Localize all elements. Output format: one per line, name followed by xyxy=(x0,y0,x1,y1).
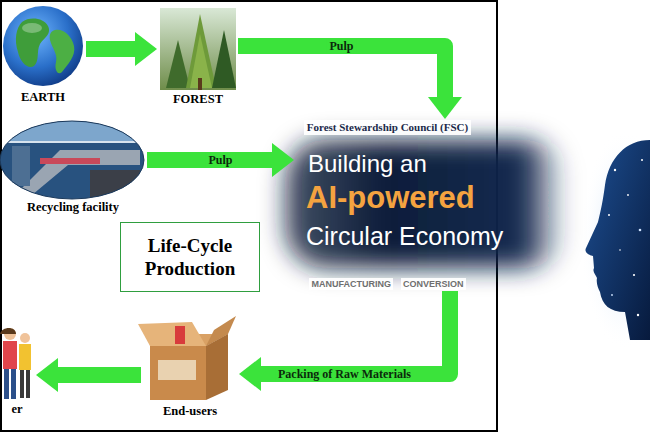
title-highlight: AI-powered xyxy=(306,180,475,216)
organisation-name: Forest Stewardship Council (FSC) xyxy=(304,120,471,135)
face-glow xyxy=(580,130,650,350)
recycling-picture xyxy=(0,120,146,200)
recycling-frame xyxy=(0,121,144,199)
person-hair xyxy=(0,328,16,334)
arrow-label: Pulp xyxy=(205,153,235,167)
forest-picture xyxy=(160,8,236,90)
globe-shine xyxy=(22,23,42,33)
globe-land xyxy=(50,30,75,74)
arrow-head xyxy=(239,357,261,391)
node-label: Recycling facility xyxy=(0,200,146,215)
forest-node: FOREST xyxy=(160,8,236,107)
pine-tree xyxy=(212,30,236,88)
arrow-label: Pulp xyxy=(326,39,356,53)
flow-arrow xyxy=(238,46,462,119)
arrow-head xyxy=(36,358,58,392)
person-leg xyxy=(4,369,9,399)
flow-arrow xyxy=(36,358,141,392)
node-label: Life-Cycle Production xyxy=(129,234,251,280)
end-users-node: End-users xyxy=(143,318,237,419)
machine xyxy=(12,146,30,186)
forest-ground xyxy=(160,8,236,90)
machine xyxy=(90,170,140,200)
flow-arrow xyxy=(86,32,157,66)
arrow-head xyxy=(135,32,157,66)
box-side xyxy=(206,334,228,400)
stage-row: MANUFACTURING CONVERSION xyxy=(309,278,465,290)
earth-globe xyxy=(3,6,83,86)
stage-name: MANUFACTURING xyxy=(309,278,393,290)
conveyor-load xyxy=(40,158,100,164)
arrow-label: Packing of Raw Materials xyxy=(275,367,414,381)
star xyxy=(619,249,621,251)
box-item xyxy=(175,326,185,344)
factory-ground xyxy=(0,120,146,200)
flow-arrow xyxy=(147,143,294,177)
person-leg xyxy=(26,370,30,398)
box-sticker xyxy=(158,360,196,380)
star xyxy=(639,229,642,232)
node-label: EARTH xyxy=(2,90,84,105)
globe-ocean xyxy=(3,6,83,86)
arrow-shaft xyxy=(147,152,273,168)
title-line: Building an xyxy=(308,150,427,178)
person-body xyxy=(19,344,31,370)
arrow-shaft xyxy=(86,41,136,57)
face-silhouette xyxy=(585,140,650,340)
node-label: FOREST xyxy=(160,92,236,107)
arrow-head xyxy=(272,143,294,177)
people-picture xyxy=(0,328,31,399)
stage-name: CONVERSION xyxy=(401,278,466,290)
person-leg xyxy=(11,369,16,399)
ai-face xyxy=(585,140,650,340)
pine-tree xyxy=(166,40,190,88)
box-flap xyxy=(138,322,206,346)
title-backdrop xyxy=(285,140,565,268)
globe-land xyxy=(16,19,49,68)
earth-node: EARTH xyxy=(2,4,84,105)
factory-roof xyxy=(0,120,146,142)
title-line: Circular Economy xyxy=(306,222,503,251)
star xyxy=(614,169,616,171)
arrow-shaft xyxy=(57,367,141,383)
consumer-node: er xyxy=(0,322,34,417)
node-label: er xyxy=(0,402,34,417)
recycling-node: Recycling facility xyxy=(0,120,146,215)
person-leg xyxy=(20,370,24,398)
node-label: End-users xyxy=(143,404,237,419)
arrow-shaft xyxy=(260,291,450,374)
flow-arrow xyxy=(239,291,450,391)
star xyxy=(633,274,635,276)
cardboard-box xyxy=(138,316,236,400)
star xyxy=(611,294,613,296)
process-box: Life-Cycle Production xyxy=(120,222,260,292)
box-front xyxy=(150,346,206,400)
rail xyxy=(0,141,146,143)
arrow-head xyxy=(428,97,462,119)
person-body xyxy=(3,341,17,369)
star xyxy=(641,159,643,161)
arrow-shaft xyxy=(238,46,445,98)
person-head xyxy=(20,333,30,343)
star xyxy=(637,314,639,316)
pine-tree xyxy=(186,14,216,88)
tree-trunk xyxy=(198,78,202,90)
star xyxy=(627,194,629,196)
star xyxy=(608,214,610,216)
